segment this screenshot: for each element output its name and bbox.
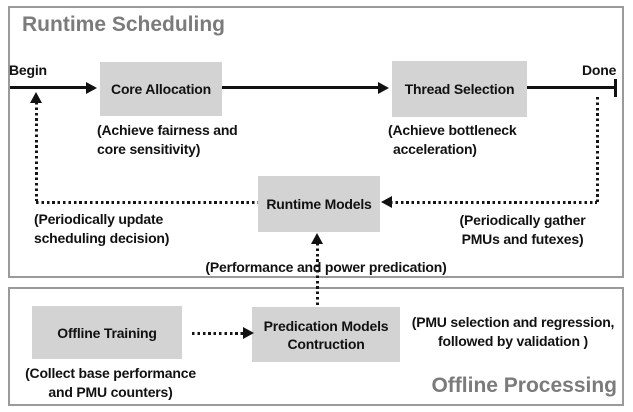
- edge-done-to-models-vertical: [596, 97, 599, 203]
- performance-prediction-caption: (Performance and power predication): [196, 258, 456, 277]
- predication-models-node: Predication Models Contruction: [252, 307, 400, 362]
- core-allocation-caption: (Achieve fairness and core sensitivity): [97, 121, 238, 159]
- offline-training-label: Offline Training: [57, 324, 157, 341]
- caption-line: acceleration): [393, 141, 477, 157]
- caption-line: (Periodically update: [34, 211, 164, 227]
- arrowhead-left-icon: [381, 196, 392, 208]
- arrowhead-up-icon: [311, 233, 323, 244]
- arrowhead-right-icon: [243, 327, 254, 339]
- runtime-scheduling-panel: [8, 6, 624, 278]
- arrowhead-right-icon: [86, 82, 97, 94]
- caption-line: (Periodically gather: [459, 212, 586, 228]
- runtime-scheduling-title: Runtime Scheduling: [22, 13, 226, 36]
- caption-line: scheduling decision): [34, 230, 170, 246]
- edge-models-to-begin-vertical: [35, 102, 38, 201]
- caption-line: PMUs and futexes): [461, 231, 584, 247]
- runtime-models-node: Runtime Models: [258, 176, 380, 232]
- predication-models-label-line2: Contruction: [287, 335, 365, 352]
- caption-line: (Achieve bottleneck: [388, 122, 517, 138]
- caption-line: core sensitivity): [97, 141, 201, 157]
- edge-thread-to-done: [527, 86, 616, 89]
- periodically-update-caption: (Periodically update scheduling decision…: [34, 210, 169, 248]
- arrowhead-right-icon: [378, 82, 389, 94]
- core-allocation-label: Core Allocation: [111, 81, 211, 97]
- caption-line: followed by validation ): [438, 333, 588, 349]
- thread-selection-caption: (Achieve bottleneck acceleration): [388, 121, 517, 159]
- caption-line: (Collect base performance: [25, 365, 196, 381]
- periodically-gather-caption: (Periodically gather PMUs and futexes): [440, 211, 605, 249]
- collect-counters-caption: (Collect base performance and PMU counte…: [13, 364, 208, 402]
- runtime-models-label: Runtime Models: [266, 196, 372, 212]
- offline-training-node: Offline Training: [32, 306, 182, 359]
- edge-begin-to-core: [10, 86, 88, 89]
- done-label: Done: [582, 62, 617, 78]
- caption-line: and PMU counters): [48, 384, 173, 400]
- arrowhead-up-icon: [30, 92, 42, 103]
- predication-models-label-line1: Predication Models: [263, 317, 389, 334]
- edge-construction-to-models: [316, 243, 319, 308]
- edge-core-to-thread: [222, 86, 379, 89]
- done-terminator-bar: [614, 79, 617, 97]
- edge-models-to-begin-horizontal: [36, 201, 258, 204]
- core-allocation-node: Core Allocation: [100, 62, 222, 116]
- edge-done-to-models-horizontal: [390, 201, 597, 204]
- pmu-selection-caption: (PMU selection and regression, followed …: [403, 313, 623, 351]
- begin-label: Begin: [9, 62, 47, 78]
- caption-line: (PMU selection and regression,: [411, 314, 615, 330]
- caption-line: (Achieve fairness and: [97, 122, 238, 138]
- thread-selection-node: Thread Selection: [392, 61, 527, 117]
- offline-processing-title: Offline Processing: [431, 374, 617, 397]
- thread-selection-label: Thread Selection: [404, 81, 515, 97]
- caption-line: (Performance and power predication): [205, 259, 447, 275]
- edge-training-to-construction: [192, 332, 244, 335]
